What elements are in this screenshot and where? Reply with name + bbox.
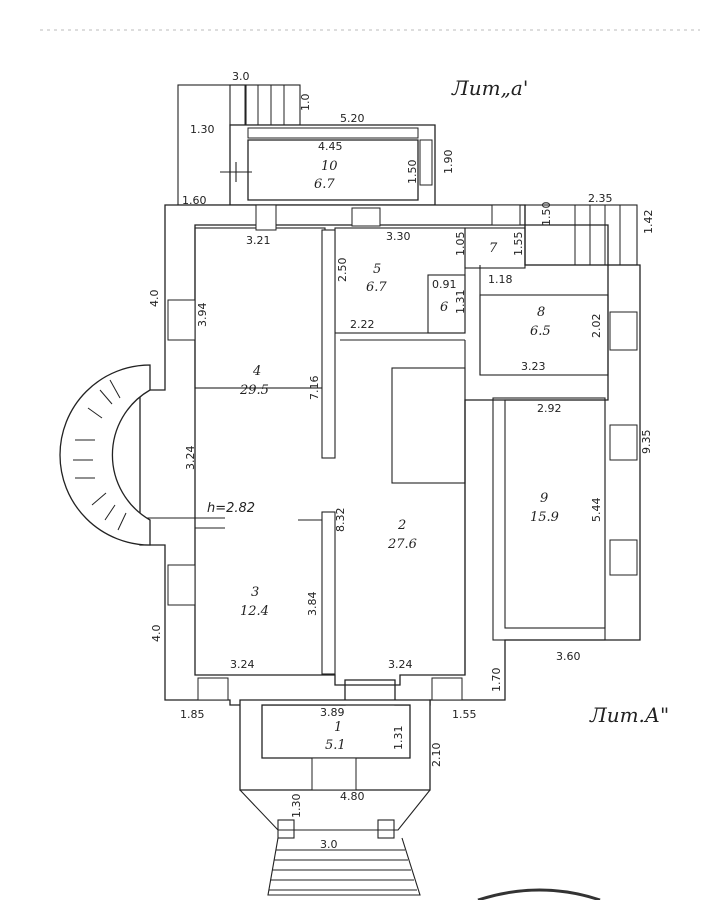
dimension-label: 2.10 xyxy=(430,743,443,768)
window xyxy=(255,204,277,231)
room-area: 6.7 xyxy=(314,177,335,192)
window xyxy=(419,139,433,186)
dimension-label: 1.50 xyxy=(540,202,553,227)
window xyxy=(167,564,196,606)
windows xyxy=(167,204,638,701)
dimension-label: 8.32 xyxy=(334,508,347,533)
dimension-label: 2.92 xyxy=(537,402,562,415)
entrance-vestibule xyxy=(239,699,431,896)
dimension-label: 3.0 xyxy=(232,70,250,83)
dimension-label: 1.31 xyxy=(392,726,405,751)
room-area: 6.5 xyxy=(530,324,551,339)
room-number: 9 xyxy=(540,491,548,506)
entrance-door xyxy=(311,757,357,791)
room-area: 27.6 xyxy=(387,537,417,552)
lit-label-lower: Лит.А" xyxy=(589,703,669,727)
dimension-label: 1.50 xyxy=(406,160,419,185)
dimension-label: 3.24 xyxy=(230,658,255,671)
dimension-label: 4.45 xyxy=(318,140,343,153)
dimension-label: 1.42 xyxy=(642,210,655,235)
lit-label-upper: Лит„а' xyxy=(451,76,528,100)
dimension-label: 2.50 xyxy=(336,258,349,283)
room-labels: 10 6.7 5 6.7 7 6 8 6.5 4 29.5 2 27.6 9 1… xyxy=(239,159,559,753)
dimension-label: 3.30 xyxy=(386,230,411,243)
dimension-label: 3.23 xyxy=(521,360,546,373)
annex-stair xyxy=(244,85,285,125)
room-number: 4 xyxy=(252,364,261,379)
room-number: 8 xyxy=(537,305,545,320)
room-outlines xyxy=(140,227,609,675)
window xyxy=(609,424,638,461)
dimension-label: 3.60 xyxy=(556,650,581,663)
bay-window xyxy=(59,364,151,546)
dimension-label: 0.91 xyxy=(432,278,457,291)
dimension-label: 1.18 xyxy=(488,273,513,286)
room-area: 15.9 xyxy=(530,510,559,525)
room-area: 12.4 xyxy=(240,604,269,619)
window xyxy=(351,207,381,227)
dimension-label: 5.44 xyxy=(590,498,603,523)
dimension-label: 1.30 xyxy=(190,123,215,136)
room-area: 5.1 xyxy=(325,738,346,753)
window xyxy=(491,204,521,226)
dimension-label: 2.02 xyxy=(590,314,603,339)
dimension-label: 3.24 xyxy=(184,446,197,471)
window xyxy=(167,299,196,341)
dimension-label: 1.55 xyxy=(512,232,525,257)
dimension-label: 1.55 xyxy=(452,708,477,721)
dimension-label: 2.35 xyxy=(588,192,613,205)
dimension-label: 1.0 xyxy=(299,94,312,112)
dimension-label: 4.0 xyxy=(148,290,161,308)
dimension-label: 3.21 xyxy=(246,234,271,247)
dimension-label: 1.05 xyxy=(454,232,467,257)
dimension-label: 9.35 xyxy=(640,430,653,455)
dimension-label: 4.80 xyxy=(340,790,365,803)
dimension-label: 7.16 xyxy=(308,376,321,401)
window xyxy=(431,677,463,701)
room-number: 6 xyxy=(440,300,448,315)
ceiling-height-note: h=2.82 xyxy=(207,501,255,516)
room-number: 5 xyxy=(373,262,381,277)
room-number: 3 xyxy=(251,585,259,600)
dimension-label: 1.31 xyxy=(454,290,467,315)
dimension-label: 1.70 xyxy=(490,668,503,693)
window xyxy=(197,677,229,701)
room-area: 6.7 xyxy=(366,280,387,295)
dimension-label: 3.24 xyxy=(388,658,413,671)
dimension-label: 1.85 xyxy=(180,708,205,721)
dimension-label: 1.90 xyxy=(442,150,455,175)
room-number: 2 xyxy=(397,518,406,533)
dimension-label: 5.20 xyxy=(340,112,365,125)
window xyxy=(609,311,638,351)
dimension-label: 3.94 xyxy=(196,303,209,328)
dimension-label: 1.30 xyxy=(290,794,303,819)
stamp-arc xyxy=(477,888,601,900)
dimension-label: 1.60 xyxy=(182,194,207,207)
room-number: 1 xyxy=(334,720,342,735)
window xyxy=(609,539,638,576)
front-stair xyxy=(269,849,417,891)
room-number: 7 xyxy=(489,241,498,256)
dimension-label: 3.89 xyxy=(320,706,345,719)
dimension-label: 3.0 xyxy=(320,838,338,851)
room-area: 29.5 xyxy=(239,383,269,398)
main-outer-walls xyxy=(139,204,641,706)
right-porch xyxy=(524,204,638,266)
dimension-labels: 3.0 1.30 1.0 5.20 4.45 1.50 1.90 1.60 2.… xyxy=(148,70,655,851)
dimension-label: 3.84 xyxy=(306,592,319,617)
room-number: 10 xyxy=(321,159,338,174)
room-10-walls xyxy=(220,124,436,206)
window xyxy=(247,127,419,139)
dimension-label: 4.0 xyxy=(150,625,163,643)
dimension-label: 2.22 xyxy=(350,318,375,331)
